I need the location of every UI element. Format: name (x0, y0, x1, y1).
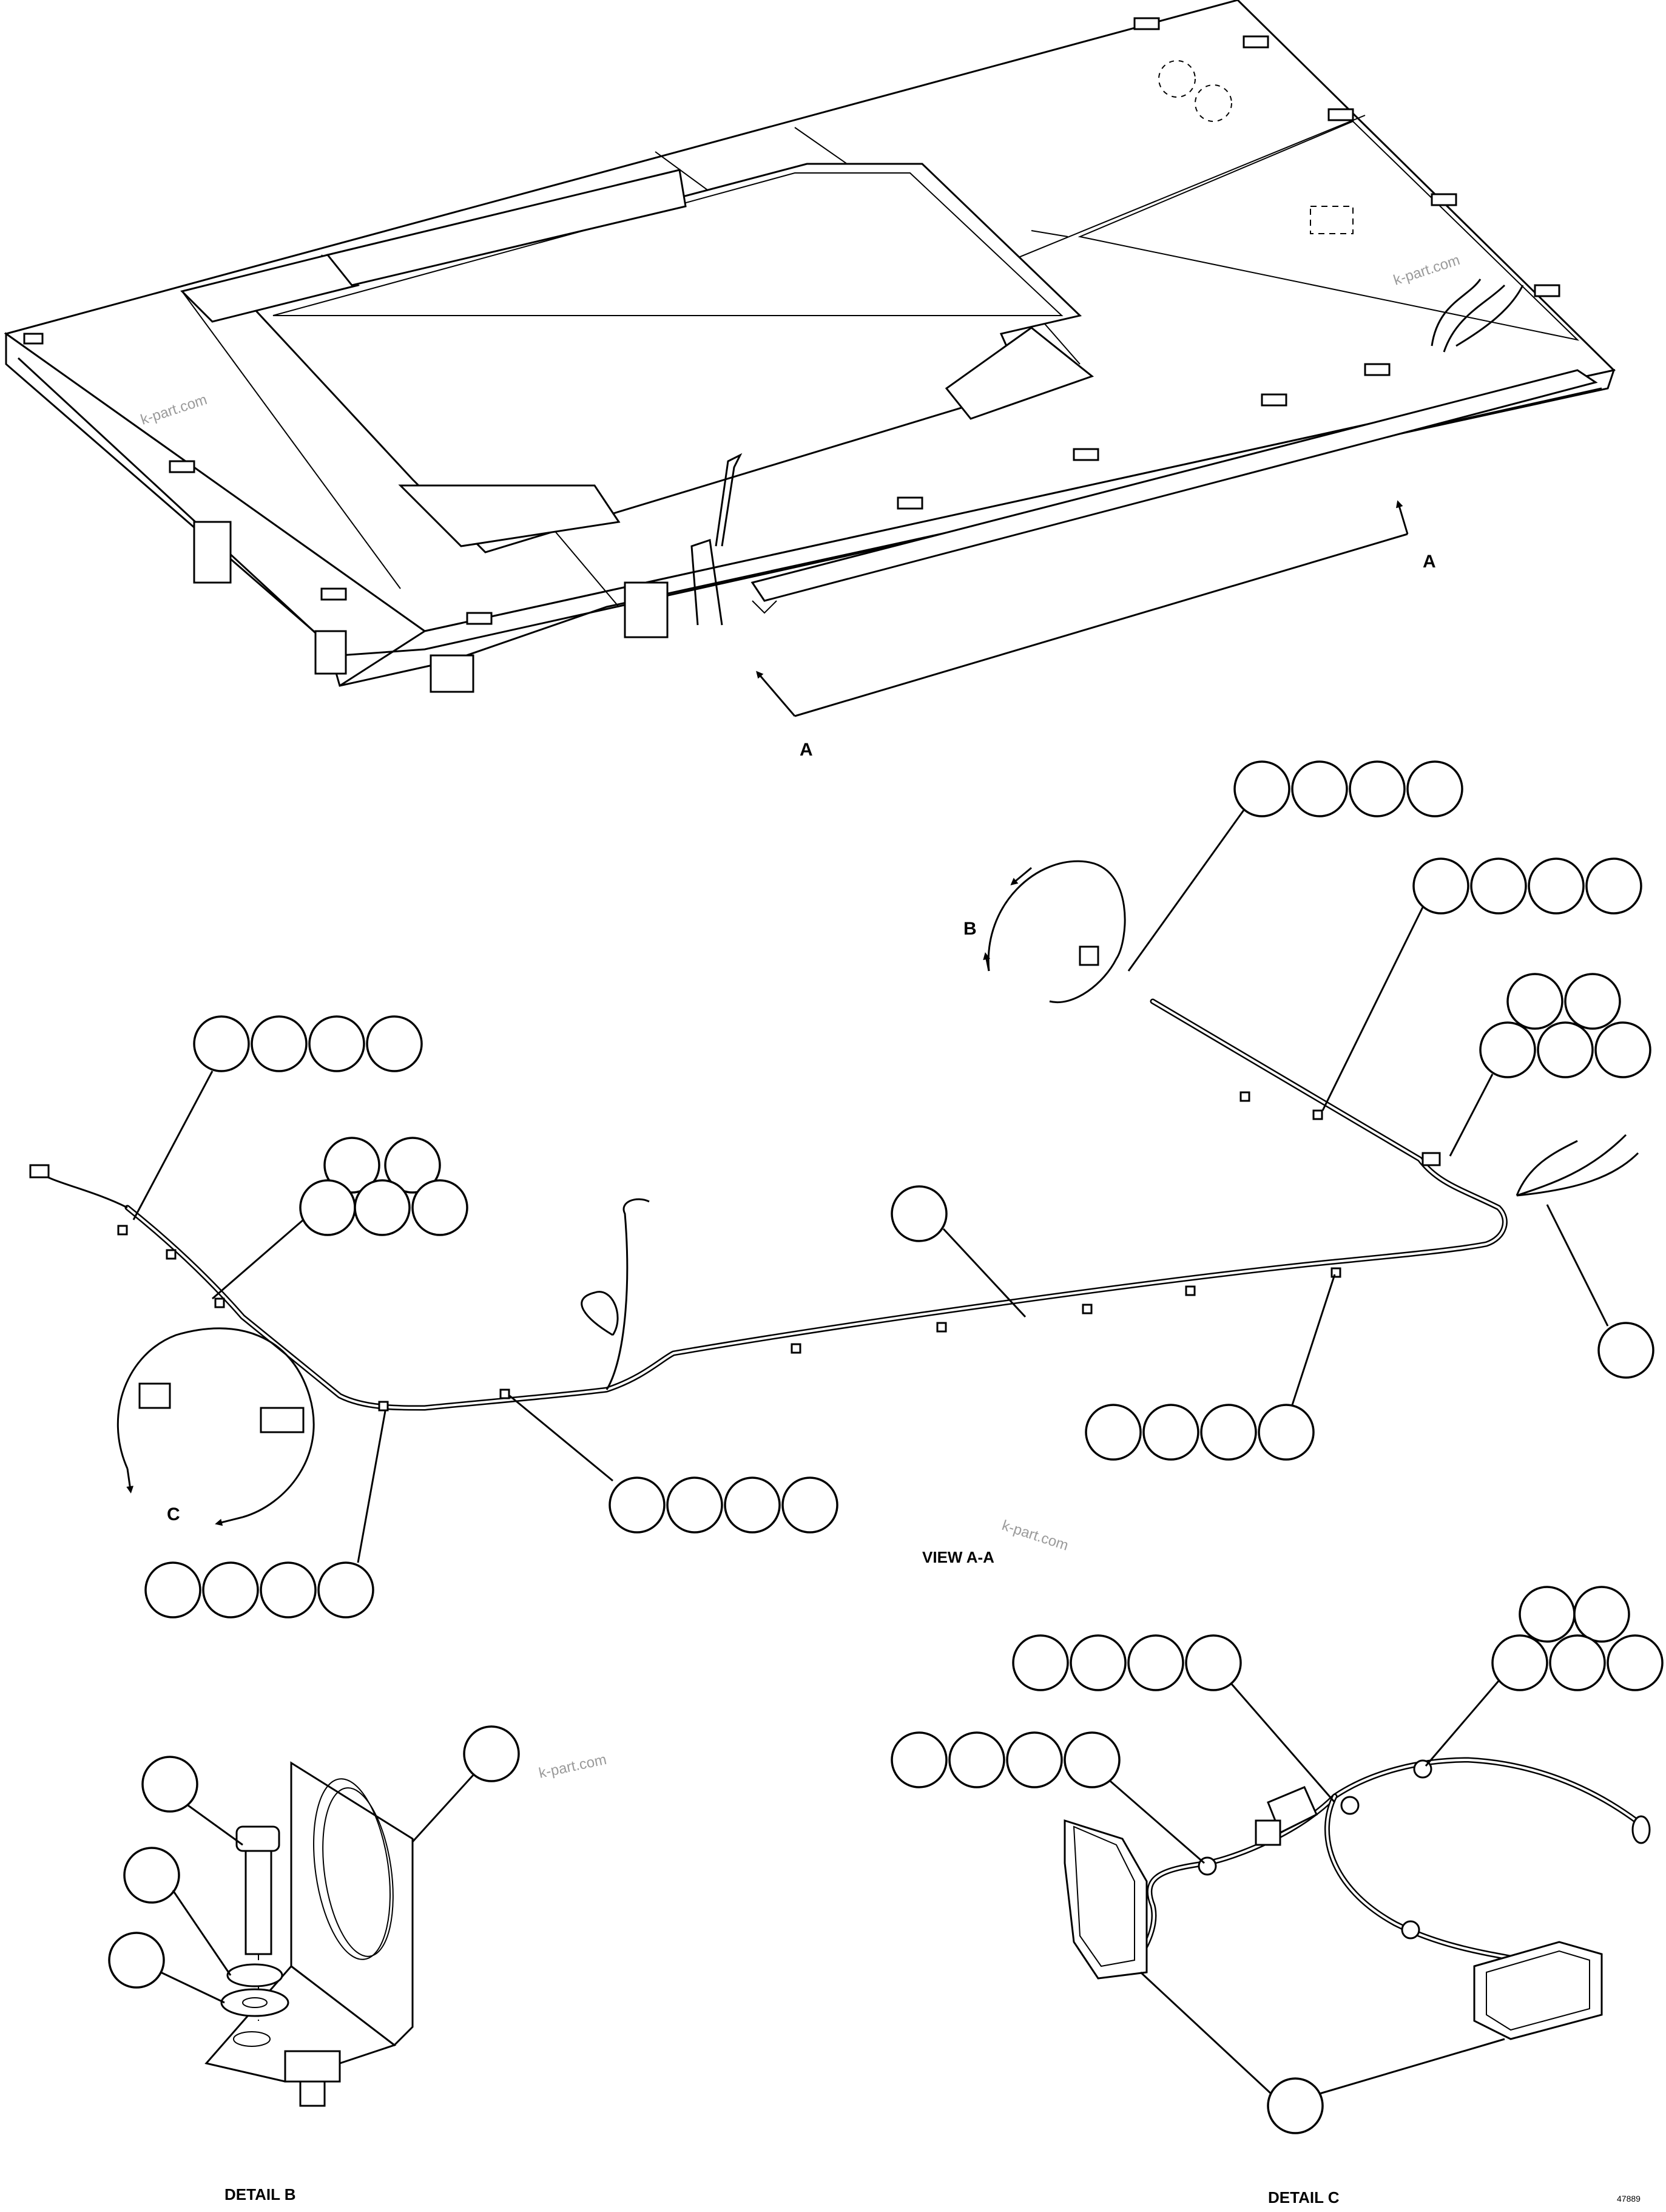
drawing-number: 47889 (1617, 2194, 1641, 2204)
cover-plate-bottom (398, 484, 621, 547)
callout-group-bottom-left (144, 1410, 386, 1618)
front-light-left (314, 630, 347, 675)
callout-group-center (509, 1395, 838, 1534)
callout-group-top-left (132, 1015, 423, 1220)
watermark: k-part.com (1000, 1517, 1070, 1554)
cover-plate-right (945, 326, 1094, 420)
view-aa-harness: C B (29, 760, 1654, 1618)
detail-b-label: DETAIL B (224, 2185, 295, 2204)
side-rail (750, 369, 1598, 602)
callout-cluster-left (212, 1137, 468, 1300)
platform-assembly: A A k-part.com k-part.com (4, 0, 1616, 760)
front-light-right (430, 654, 474, 693)
flat-washer (220, 1988, 289, 2017)
view-b-label: B (963, 919, 977, 939)
callout-group-bottom-right (1085, 1274, 1336, 1461)
callout-cluster-detail-c (1425, 1586, 1664, 1767)
watermark: k-part.com (538, 1751, 608, 1782)
callout-group-detail-c-top (1012, 1634, 1336, 1803)
mounting-bracket (290, 1761, 414, 2046)
callout-group-detail-c-left (891, 1731, 1205, 1864)
callout-group-top-right-2 (1321, 857, 1642, 1111)
junction-box (624, 581, 669, 638)
work-lamp-left (1064, 1819, 1148, 1980)
view-b-callout-circle (987, 860, 1126, 1003)
detail-c-label: DETAIL C (1268, 2188, 1340, 2207)
callout-single-detail-c (1139, 1971, 1505, 2134)
view-c-callout-circle (116, 1327, 315, 1518)
side-light-left (193, 521, 232, 584)
deck-pads (23, 17, 1560, 625)
detail-c-harness (1332, 1757, 1647, 1830)
harness-clips (117, 1091, 1441, 1412)
view-c-label: C (167, 1504, 180, 1524)
callout-single-right (1546, 1204, 1654, 1379)
platform-side-skirt (5, 332, 1616, 687)
lock-washer (226, 1963, 283, 1987)
detail-b: k-part.com DETAIL B (108, 1725, 608, 2204)
view-a-label-bottom: A (800, 740, 813, 760)
view-aa-label: VIEW A-A (922, 1548, 994, 1566)
view-a-label-top: A (1423, 552, 1436, 572)
bolt (235, 1825, 280, 1852)
cover-plate-left (180, 254, 360, 323)
callout-single-center (891, 1185, 1027, 1318)
detail-c: DETAIL C 47889 (891, 1586, 1664, 2207)
cover-plate-top (326, 169, 687, 286)
callout-cluster-right (1449, 973, 1651, 1157)
callout-group-top-right-1 (1127, 760, 1463, 972)
